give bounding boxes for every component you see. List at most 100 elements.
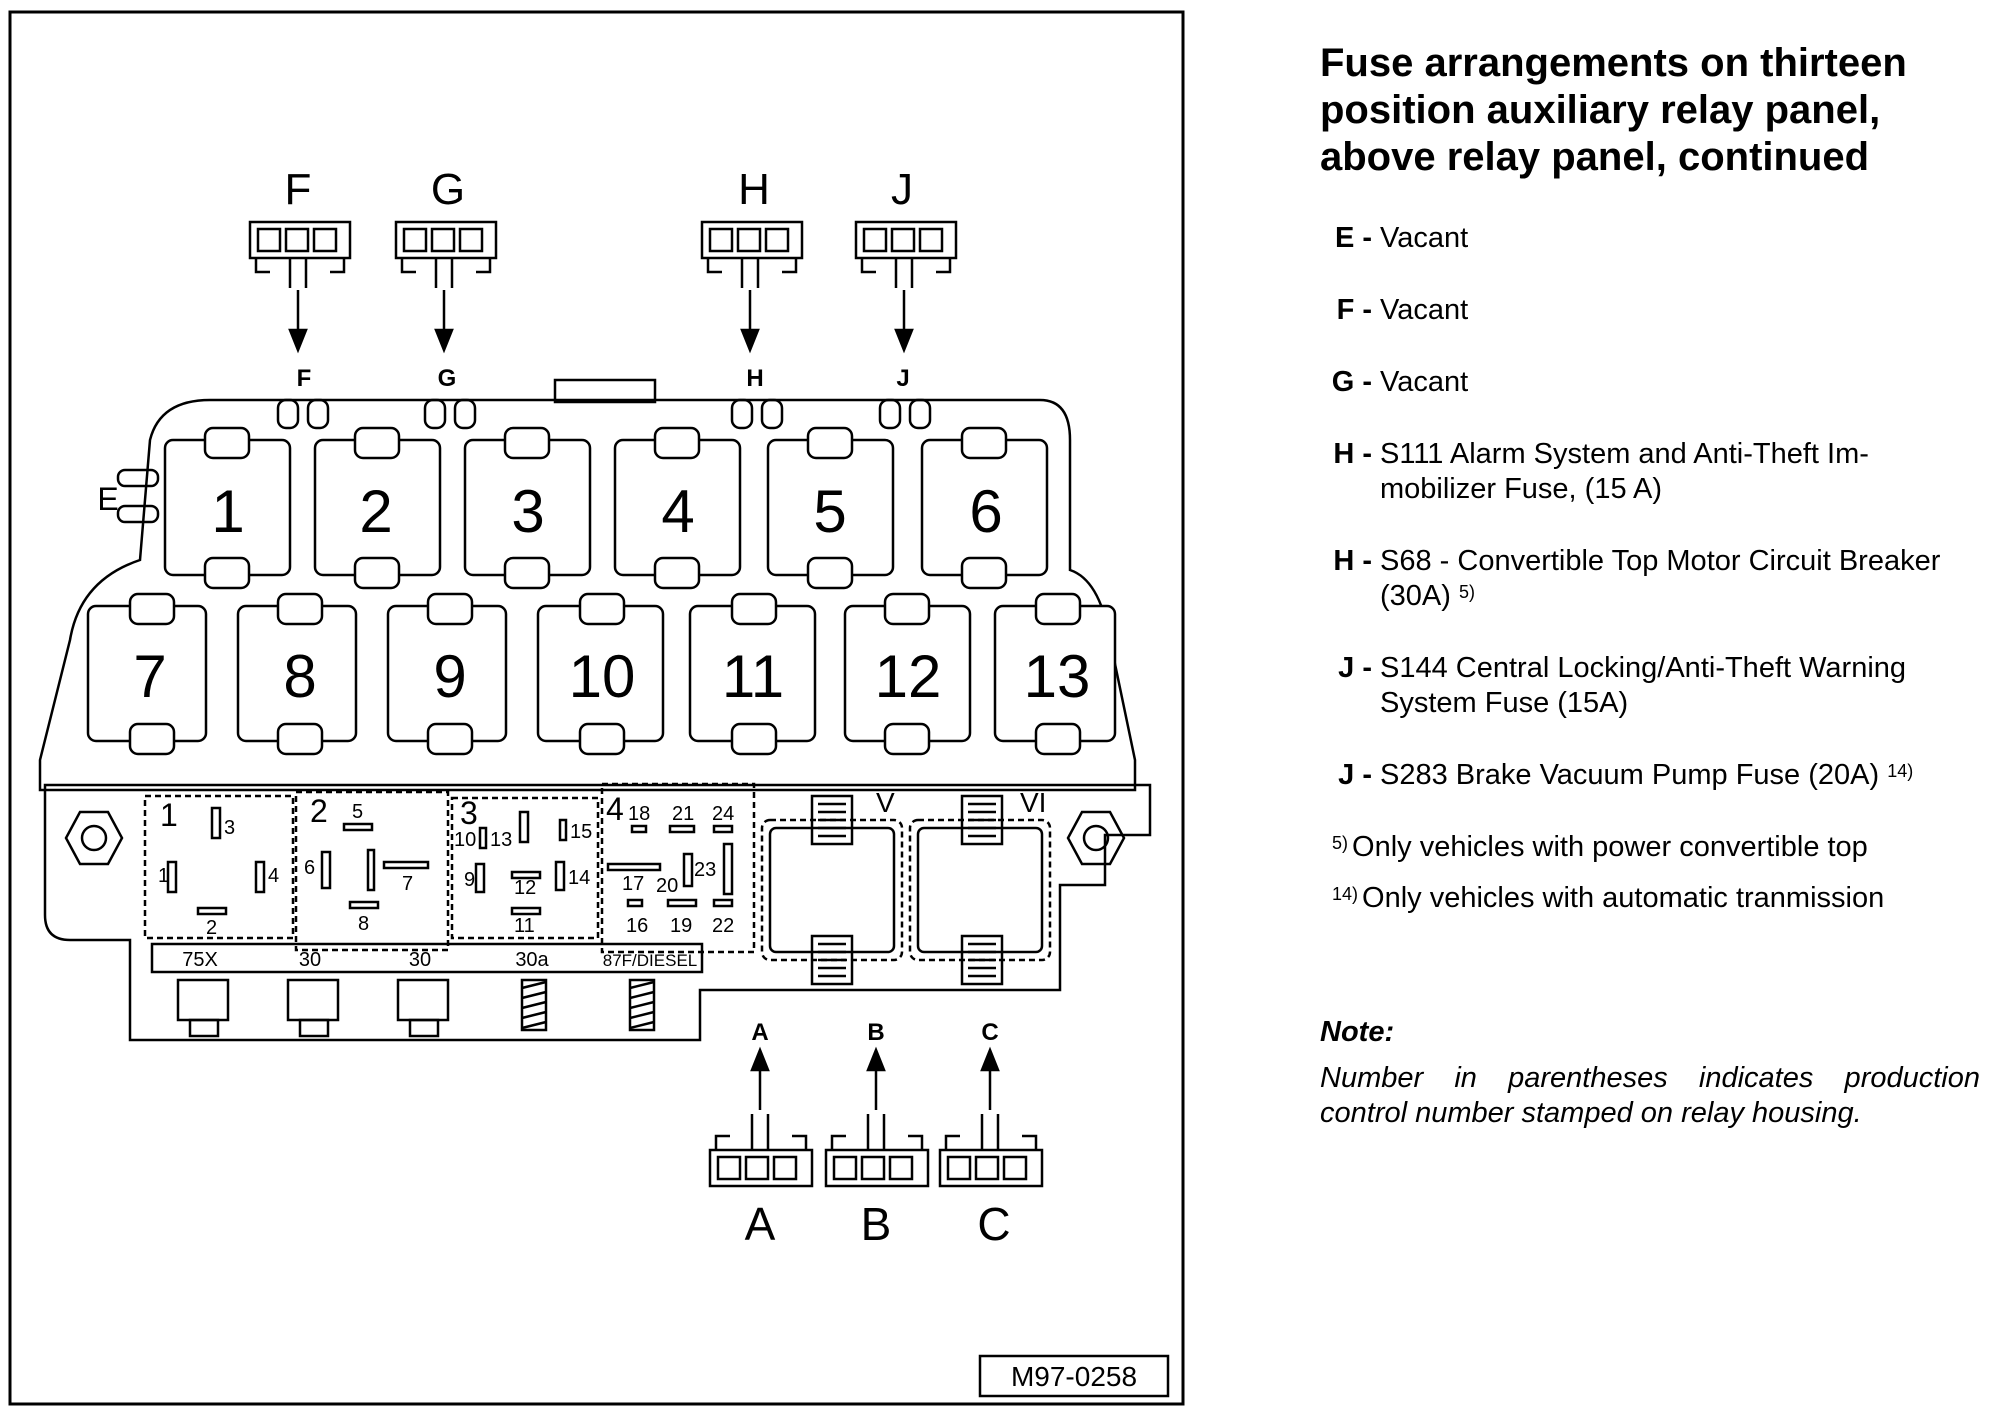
hex-nut-right [1066,810,1126,866]
item-text: S111 Alarm System and Anti-Theft Im-mobi… [1380,438,1869,505]
position-label-6: 6 [969,478,1002,545]
pin-2-6: 6 [304,857,315,879]
slot-label-a: A [751,1019,768,1046]
relay-panel-diagram: F G H J F G H J E 1 2 3 4 5 6 [8,10,1185,1406]
pin-3-13: 13 [490,829,512,851]
pin-4-20: 20 [656,875,678,897]
position-4 [613,426,742,590]
slot-label-j: J [896,365,909,392]
terminal-label-87f: 87F/DIESEL [603,951,698,970]
position-8 [236,592,358,756]
footnote-text: Only vehicles with automatic tranmission [1362,882,1885,914]
position-10 [536,592,665,756]
pin-3-11: 11 [514,915,535,937]
relay-block-3-frame [450,796,600,940]
terminal-band [150,942,704,974]
stud-30-a [286,978,340,1038]
pin-4-23: 23 [694,859,716,881]
position-label-10: 10 [569,643,636,710]
legend-panel: Fuse arrangements on thirteen position a… [1320,40,1980,1131]
footnote-text: Only vehicles with power convertible top [1352,831,1868,863]
item-text-body: S68 - Convertible Top Motor Circuit Brea… [1380,545,1941,612]
pin-3-10: 10 [454,829,476,851]
terminal-label-75x: 75X [182,949,218,971]
pin-4-18: 18 [628,803,650,825]
connector-g [394,220,498,354]
stud-87f [628,978,656,1032]
socket-label-vi: VI [1020,787,1046,818]
position-label-1: 1 [211,478,244,545]
lower-base [43,782,1152,1042]
relay-block-number-3: 3 [460,795,478,831]
connector-f [248,220,352,354]
list-item: J -S283 Brake Vacuum Pump Fuse (20A) 14) [1320,758,1980,793]
position-label-11: 11 [722,643,784,710]
footnote-mark: 14) [1332,884,1359,904]
slot-label-h: H [746,365,763,392]
figure-frame [8,10,1185,1406]
position-label-2: 2 [359,478,392,545]
position-7 [86,592,208,756]
position-1 [163,426,292,590]
terminal-label-30a: 30a [515,949,549,971]
pin-4-17: 17 [622,873,644,895]
item-list: E -Vacant F -Vacant G -Vacant H -S111 Al… [1320,221,1980,793]
position-label-3: 3 [511,478,544,545]
relay-block-number-2: 2 [310,793,328,829]
position-label-5: 5 [813,478,846,545]
footnote-mark: 5) [1332,833,1349,853]
page-title: Fuse arrangements on thirteen position a… [1320,41,1907,179]
position-12 [843,592,972,756]
side-label-e: E [97,481,118,517]
socket-vi [908,794,1052,986]
positions-row-2 [86,592,1117,756]
pin-2-7: 7 [402,873,413,895]
connector-label-f: F [285,165,312,214]
connector-a [708,1046,814,1188]
item-letter: H - [1333,545,1372,577]
hex-nut-left [64,810,124,866]
terminal-label-30-a: 30 [299,949,321,971]
connectors-top [248,220,958,354]
position-5 [766,426,895,590]
position-label-13: 13 [1024,643,1091,710]
stud-75x [176,978,230,1038]
side-terminal-e-upper [116,468,160,488]
panel-body [38,378,1137,792]
positions-row-1 [163,426,1049,590]
item-letter: F - [1336,294,1372,326]
note-text: Number in parentheses indicates producti… [1320,1062,1980,1129]
position-label-12: 12 [875,643,942,710]
slot-label-g: G [438,365,457,392]
pin-1-3: 3 [224,817,235,839]
connector-label-h: H [738,165,770,214]
pin-3-9: 9 [464,869,475,891]
pin-3-12: 12 [514,877,536,899]
position-13 [993,592,1117,756]
stud-30a [520,978,548,1032]
connector-label-c: C [977,1198,1010,1250]
connector-label-a: A [745,1198,776,1250]
list-item: J -S144 Central Locking/Anti-Theft Warni… [1320,651,1980,721]
position-2 [313,426,442,590]
position-label-8: 8 [283,643,316,710]
stud-30-b [396,978,450,1038]
position-3 [463,426,592,590]
item-text: S283 Brake Vacuum Pump Fuse (20A) 14) [1380,758,1980,793]
item-letter: J - [1338,652,1372,684]
list-item: F -Vacant [1320,293,1980,328]
side-terminal-e-lower [116,504,160,524]
item-letter: E - [1334,222,1372,254]
position-6 [920,426,1049,590]
relay-block-2-frame [294,790,450,952]
item-text: S144 Central Locking/Anti-Theft Warning … [1380,652,1907,719]
socket-v [760,794,904,986]
item-text-body: S283 Brake Vacuum Pump Fuse (20A) [1380,759,1880,791]
position-label-9: 9 [433,643,466,710]
item-text: S68 - Convertible Top Motor Circuit Brea… [1380,544,1980,614]
figure-code-box [978,1354,1170,1398]
item-letter: H - [1333,438,1372,470]
note-heading: Note: [1320,1016,1395,1048]
pin-2-8: 8 [358,913,369,935]
item-footnote-ref: 14) [1887,761,1914,781]
